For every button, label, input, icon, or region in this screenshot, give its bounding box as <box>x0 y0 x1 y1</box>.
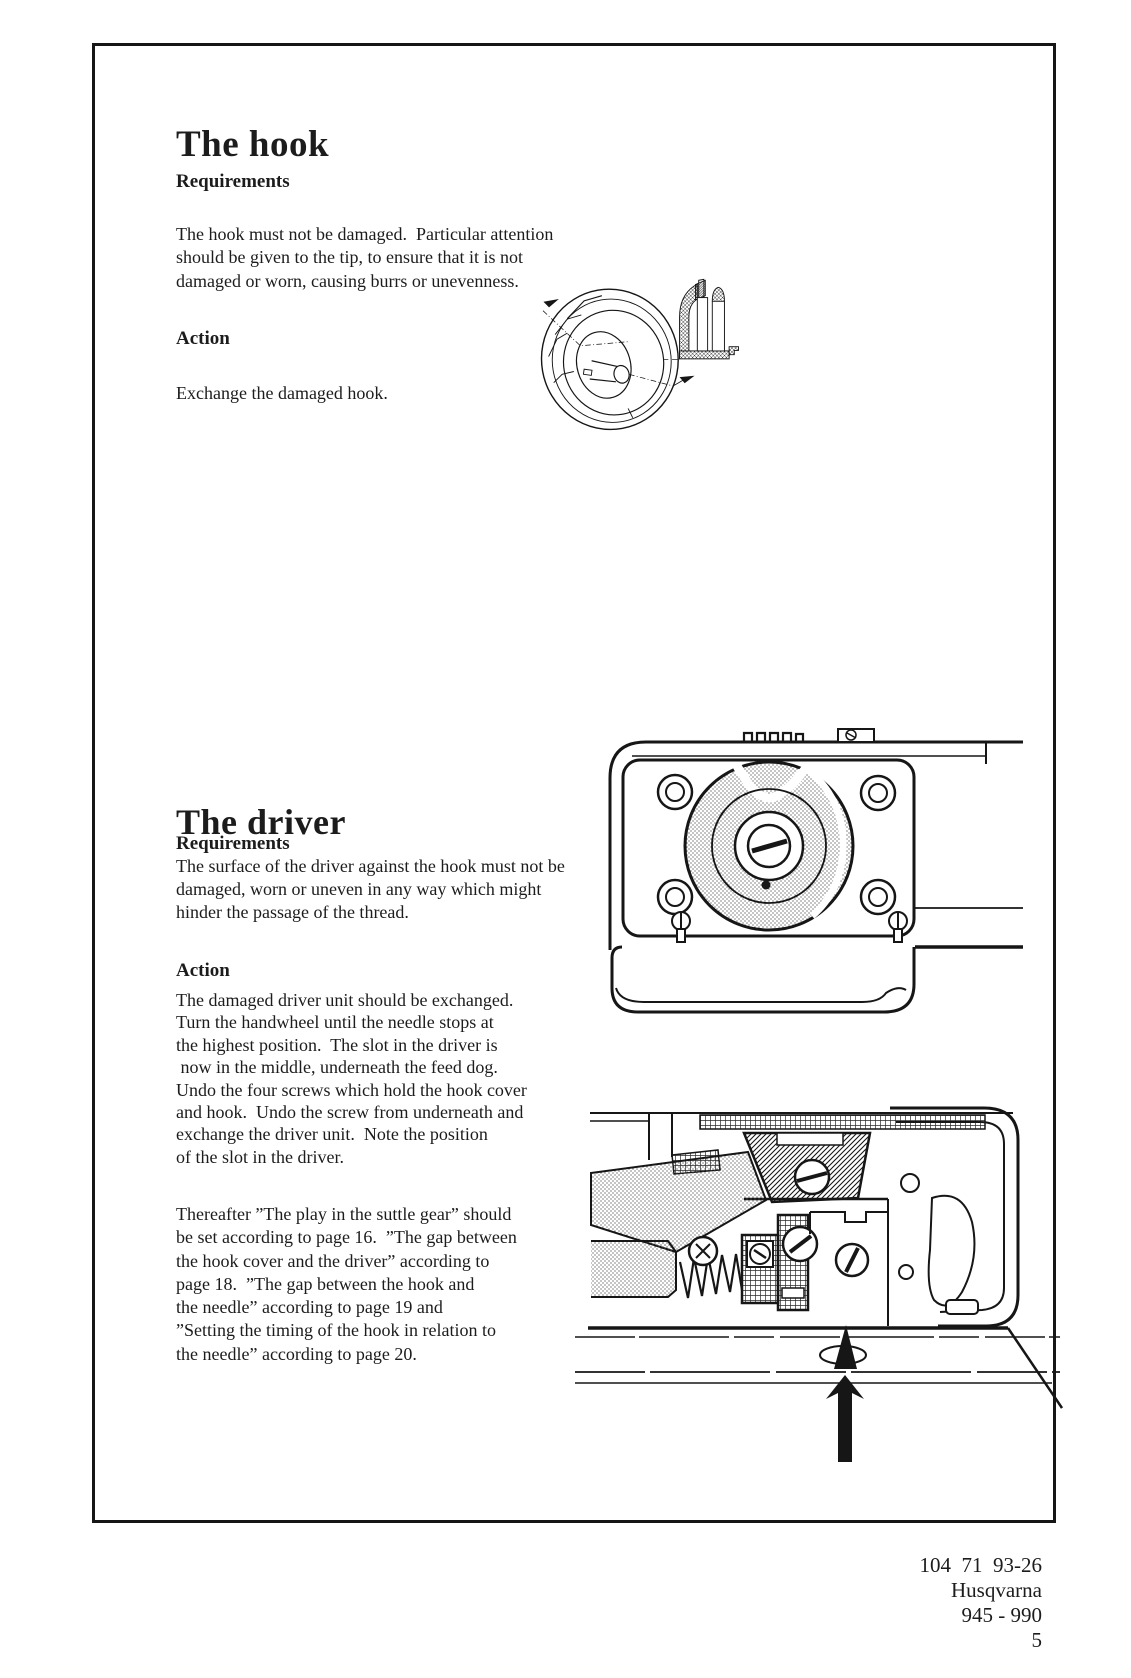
driver-block <box>740 1213 810 1312</box>
text-line: of the slot in the driver. <box>176 1146 344 1167</box>
text-line: The hook must not be damaged. Particular… <box>176 224 554 244</box>
hook-body <box>540 288 679 431</box>
driver-part <box>742 1131 888 1204</box>
corner-screw <box>859 774 897 812</box>
text-line: Exchange the damaged hook. <box>176 383 388 403</box>
footer-model: 945 - 990 <box>961 1603 1043 1627</box>
text-line: Turn the handwheel until the needle stop… <box>176 1012 494 1033</box>
corner-screw <box>656 878 694 916</box>
footer-brand: Husqvarna <box>951 1578 1042 1602</box>
retaining-screw <box>888 911 908 943</box>
text-line: should be given to the tip, to ensure th… <box>176 247 523 268</box>
section-title-driver: The driver <box>176 802 346 843</box>
footer-document-number: 104 71 93-26 <box>919 1553 1043 1577</box>
driver-requirements-heading: Requirements <box>176 833 290 854</box>
text-line: page 18. ”The gap between the hook and <box>176 1273 475 1294</box>
text-line: be set according to page 16. ”The gap be… <box>176 1227 517 1248</box>
hook-illustration <box>540 278 739 431</box>
driver-action-text: The damaged driver unit should be exchan… <box>176 989 527 1168</box>
spring <box>678 1253 744 1299</box>
underside-screw <box>834 1242 870 1278</box>
hook-assembly-circle <box>683 760 855 932</box>
text-line: The surface of the driver against the ho… <box>176 856 565 876</box>
slotted-screw <box>781 1225 819 1263</box>
text-line: the needle” according to page 19 and <box>176 1297 443 1318</box>
retaining-screw <box>671 911 691 943</box>
text-line: Undo the four screws which hold the hook… <box>176 1079 527 1100</box>
hook-center-stud <box>582 360 630 384</box>
feed-dog-teeth <box>742 731 805 742</box>
hook-action-text: Exchange the damaged hook. <box>176 382 388 405</box>
hook-requirements-heading: Requirements <box>176 171 290 192</box>
text-line: The damaged driver unit should be exchan… <box>176 990 514 1010</box>
text-line: ”Setting the timing of the hook in relat… <box>176 1320 496 1341</box>
driver-requirements-text: The surface of the driver against the ho… <box>176 855 565 923</box>
text-line: now in the middle, underneath the feed d… <box>176 1057 498 1078</box>
section-title-hook: The hook <box>176 123 330 165</box>
driver-action-heading: Action <box>176 960 230 981</box>
text-line: hinder the passage of the thread. <box>176 901 409 922</box>
screw-position-arrow <box>826 1325 864 1462</box>
driver-cross-section-illustration <box>575 1106 1063 1462</box>
text-line: damaged or worn, causing burrs or uneven… <box>176 270 519 291</box>
hook-cover-top-view-illustration <box>608 728 1023 1014</box>
driver-cross-reference-text: Thereafter ”The play in the suttle gear”… <box>176 1203 517 1366</box>
text-line: and hook. Undo the screw from underneath… <box>176 1102 524 1123</box>
text-line: the hook cover and the driver” according… <box>176 1250 490 1271</box>
free-arm-cover <box>890 1106 1020 1328</box>
corner-screw <box>859 878 897 916</box>
text-line: the needle” according to page 20. <box>176 1343 417 1364</box>
hook-cover-tray <box>610 945 916 1014</box>
cross-screw <box>687 1235 719 1267</box>
hook-action-heading: Action <box>176 328 230 349</box>
text-line: the highest position. The slot in the dr… <box>176 1034 498 1055</box>
hook-tip-cross-section <box>663 278 739 360</box>
text-line: Thereafter ”The play in the suttle gear”… <box>176 1204 512 1224</box>
text-line: damaged, worn or uneven in any way which… <box>176 878 542 899</box>
drive-shaft <box>590 1150 768 1298</box>
text-line: exchange the driver unit. Note the posit… <box>176 1124 488 1145</box>
hook-requirements-text: The hook must not be damaged. Particular… <box>176 223 553 293</box>
leader-arrow-lower <box>628 373 695 387</box>
page-footer: 104 71 93-26 Husqvarna 945 - 990 5 <box>600 1528 1043 1678</box>
page-border-frame <box>92 43 1056 1523</box>
corner-screw <box>656 773 694 811</box>
footer-page-number: 5 <box>1031 1628 1043 1652</box>
